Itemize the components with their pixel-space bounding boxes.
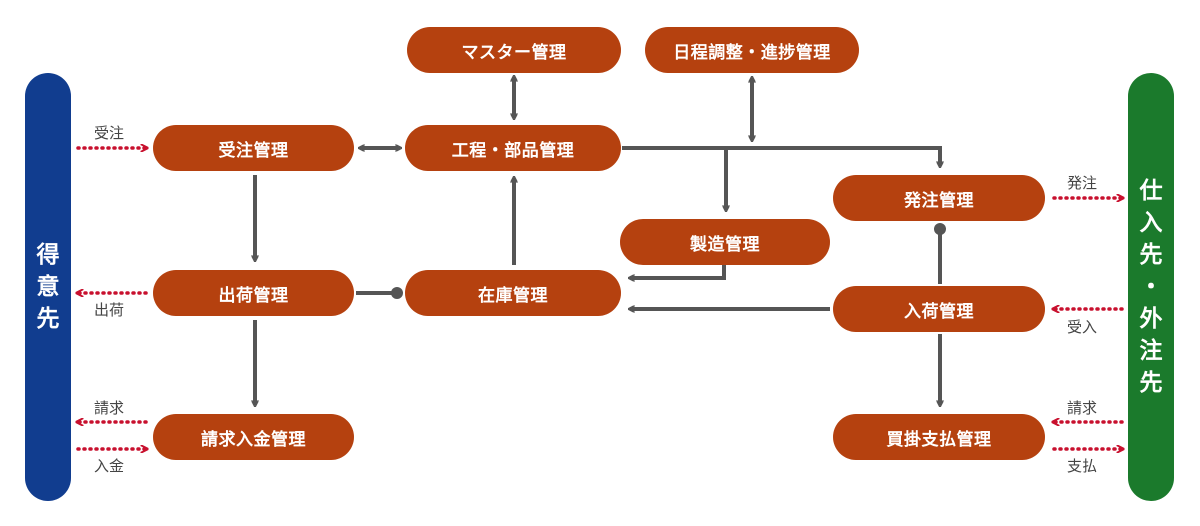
label-purchase-out: 発注: [1067, 174, 1098, 192]
customer-char: 意: [36, 274, 60, 300]
node-order-mgmt[interactable]: 受注管理: [153, 125, 354, 171]
junction-dot: [934, 223, 946, 235]
node-receiving-mgmt[interactable]: 入荷管理: [833, 286, 1045, 332]
node-shipping-mgmt[interactable]: 出荷管理: [153, 270, 354, 316]
node-master-mgmt[interactable]: マスター管理: [407, 27, 621, 73]
customer-char: 先: [36, 306, 60, 332]
supplier-char: 先: [1139, 242, 1163, 268]
node-schedule-mgmt[interactable]: 日程調整・進捗管理: [645, 27, 859, 73]
supplier-char: 入: [1139, 210, 1163, 236]
supplier-char: 注: [1139, 338, 1163, 364]
link-process-bus: [622, 146, 940, 166]
node-manufacturing-mgmt[interactable]: 製造管理: [620, 219, 830, 265]
label-order-in: 受注: [94, 124, 125, 142]
label-receipt-in: 受入: [1067, 318, 1098, 336]
label-payment-out: 支払: [1067, 457, 1098, 475]
customer-bar: 得 意 先: [25, 73, 71, 501]
label-invoice-out: 請求: [94, 399, 125, 417]
label-invoice-in: 請求: [1067, 399, 1098, 417]
supplier-char: ・: [1139, 274, 1163, 300]
node-process-parts-mgmt[interactable]: 工程・部品管理: [405, 125, 621, 171]
node-billing-payment-mgmt[interactable]: 請求入金管理: [153, 414, 354, 460]
supplier-bar: 仕 入 先 ・ 外 注 先: [1128, 73, 1174, 501]
node-purchase-order-mgmt[interactable]: 発注管理: [833, 175, 1045, 221]
supplier-char: 先: [1139, 370, 1163, 396]
node-inventory-mgmt[interactable]: 在庫管理: [405, 270, 621, 316]
junction-dot: [391, 287, 403, 299]
label-shipment-out: 出荷: [94, 301, 125, 319]
label-payment-in: 入金: [94, 457, 125, 475]
link-manufacturing-inventory: [630, 262, 726, 278]
supplier-char: 仕: [1139, 178, 1163, 204]
node-payables-mgmt[interactable]: 買掛支払管理: [833, 414, 1045, 460]
supplier-char: 外: [1139, 306, 1163, 332]
customer-char: 得: [36, 242, 60, 268]
